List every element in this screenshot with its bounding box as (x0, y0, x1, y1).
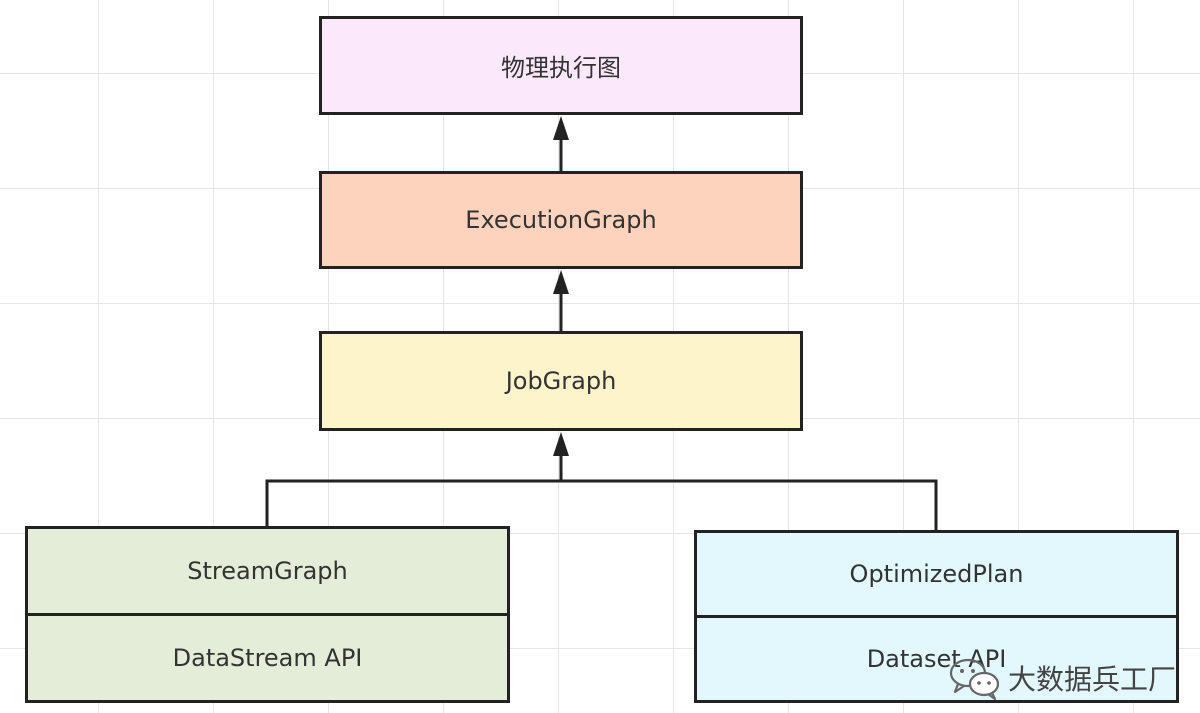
edge-optimized-to-job (561, 479, 938, 530)
node-job-graph: JobGraph (319, 331, 803, 431)
edge-stream-to-job (265, 479, 561, 526)
node-physical-execution-graph: 物理执行图 (319, 16, 803, 115)
node-stream-graph: StreamGraph DataStream API (25, 526, 510, 703)
arrowhead-execution (553, 270, 569, 294)
node-execution-label: ExecutionGraph (465, 206, 657, 234)
wechat-icon (949, 658, 1000, 700)
watermark: 大数据兵工厂 (948, 656, 1176, 700)
node-stream-subtitle: DataStream API (172, 644, 363, 672)
arrowhead-job (553, 432, 569, 456)
node-job-label: JobGraph (505, 367, 617, 395)
node-optimized-title: OptimizedPlan (697, 533, 1176, 618)
node-execution-graph: ExecutionGraph (319, 171, 803, 269)
node-physical-label: 物理执行图 (501, 54, 621, 82)
node-stream-title: StreamGraph (28, 529, 507, 616)
node-optimized-plan: OptimizedPlan Dataset API (694, 530, 1179, 703)
watermark-text: 大数据兵工厂 (1008, 663, 1177, 696)
arrowhead-physical (553, 116, 569, 140)
